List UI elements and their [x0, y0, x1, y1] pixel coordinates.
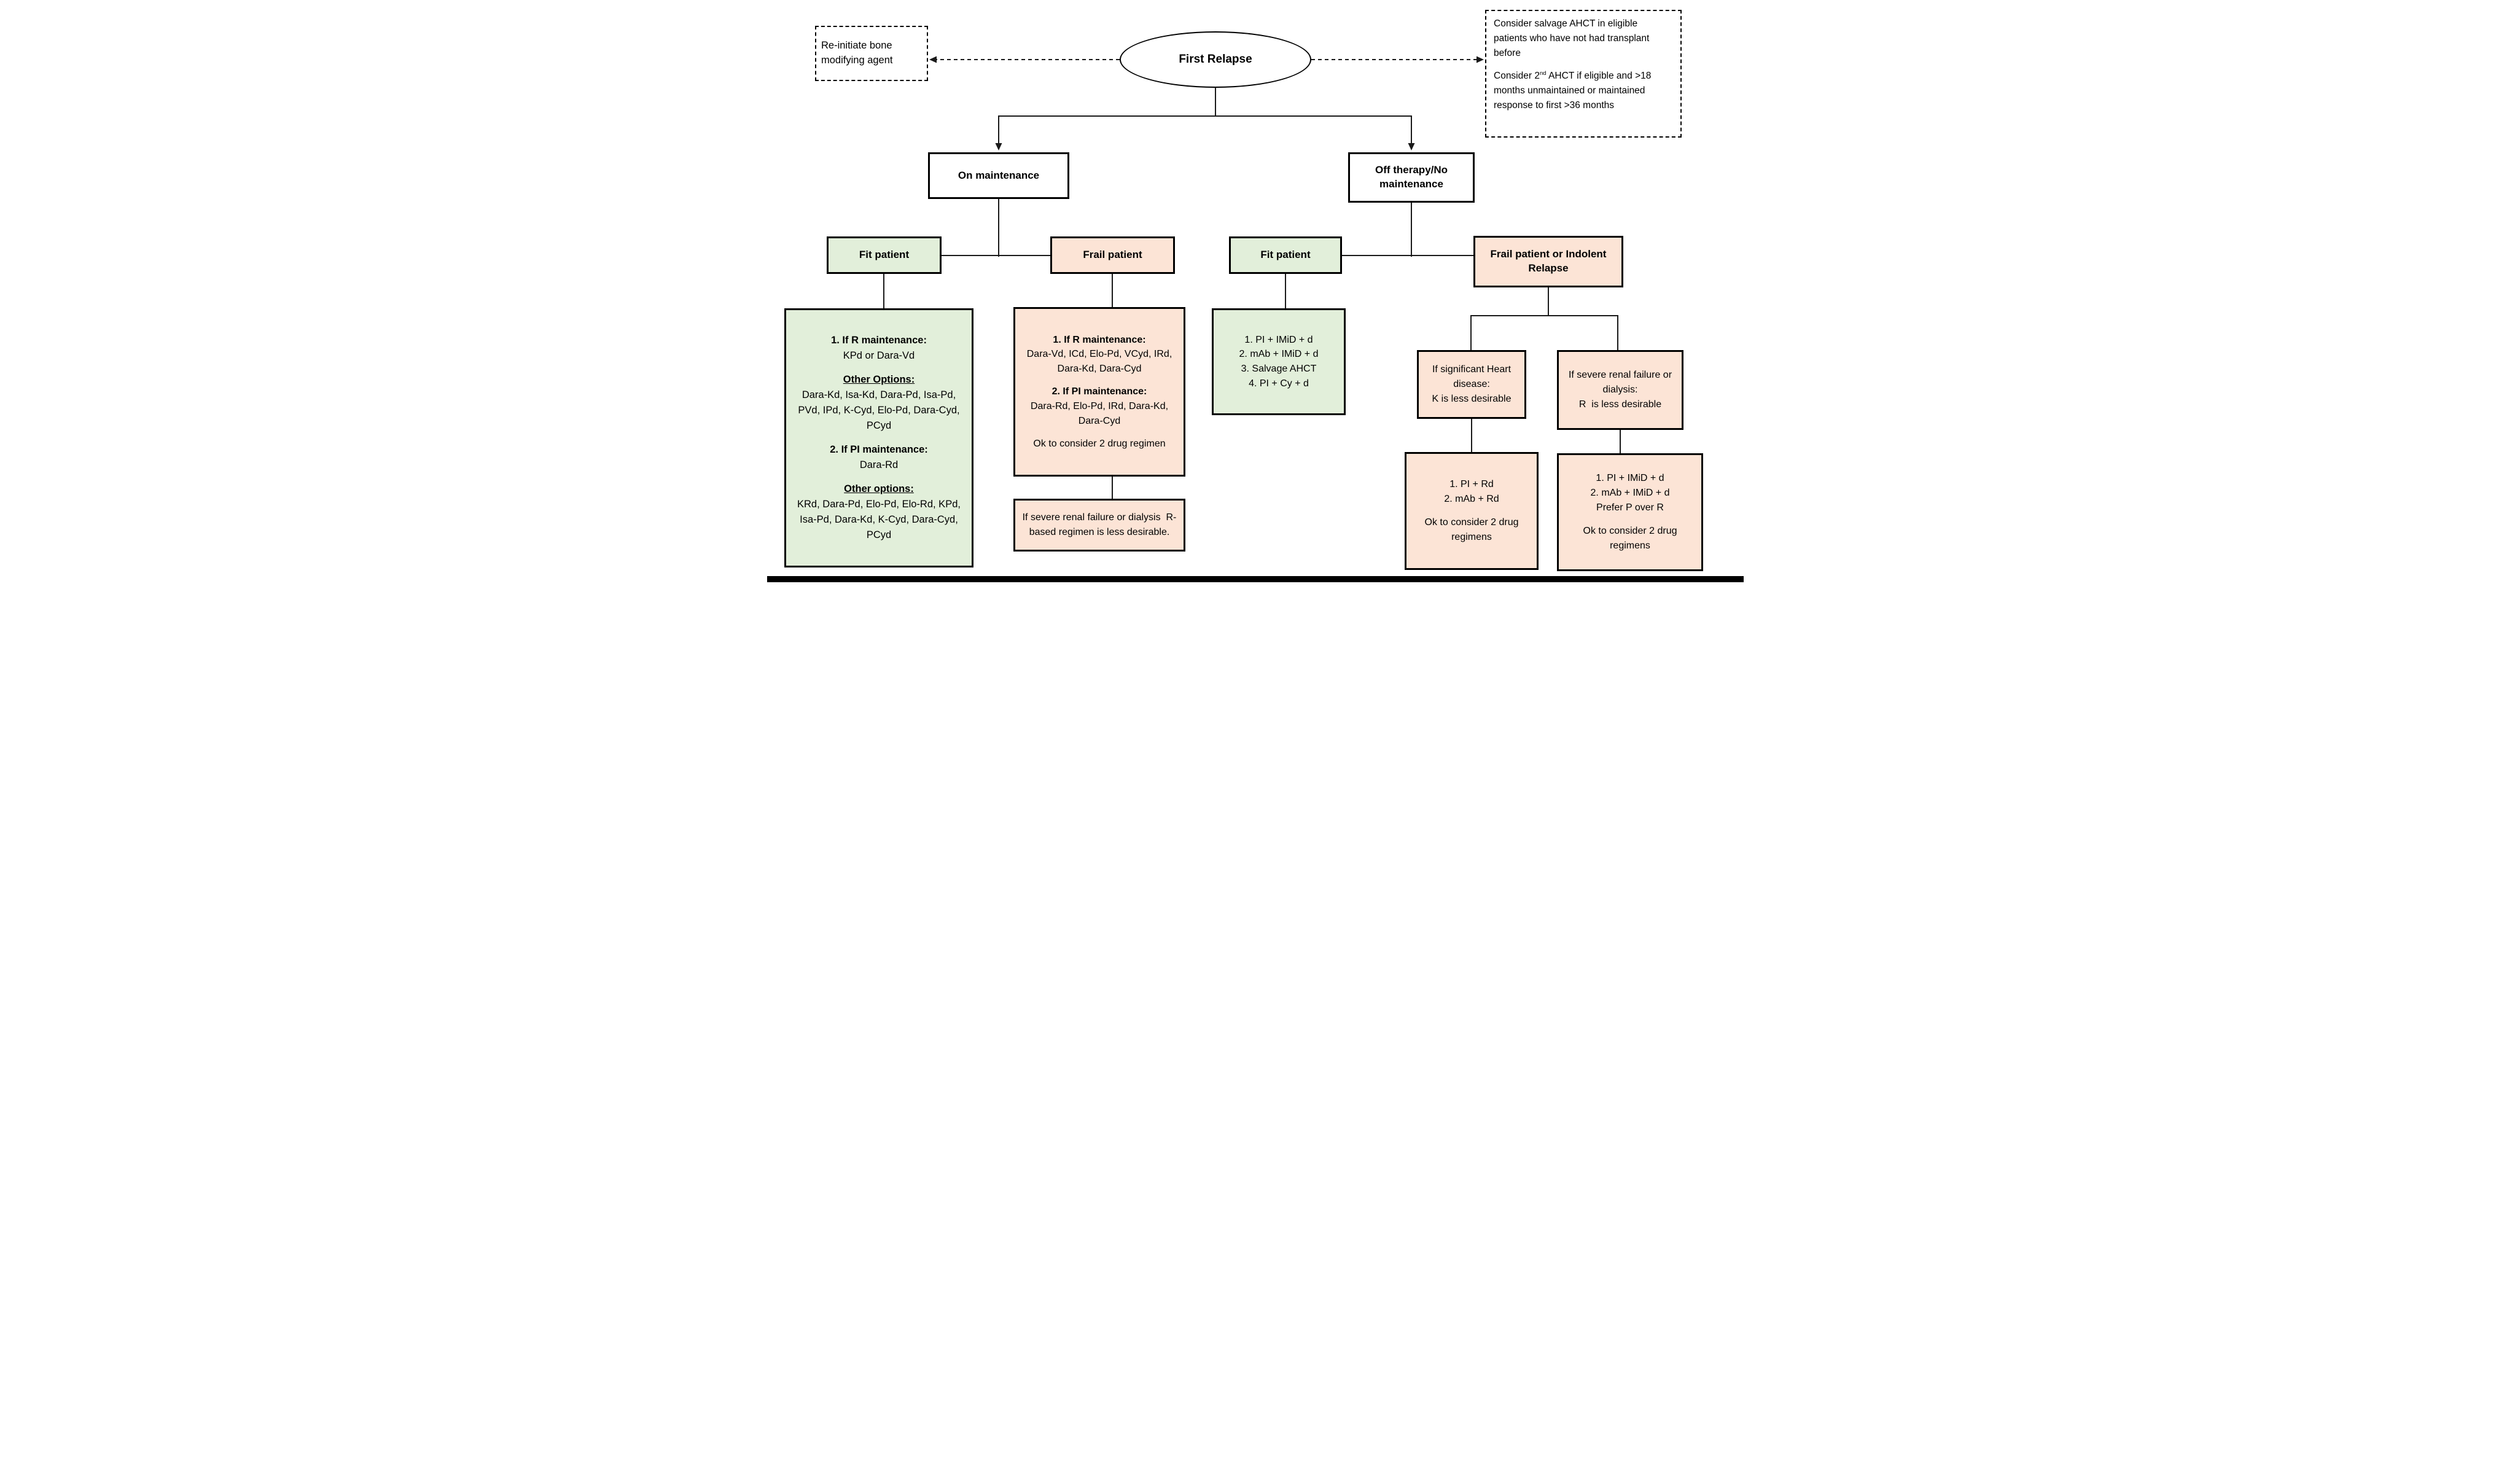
frail-or-indolent-relapse-box: Frail patient or Indolent Relapse: [1473, 236, 1623, 287]
node-text-line: 4. PI + Cy + d: [1249, 378, 1309, 389]
node-text-line: Ok to consider 2 drug regimens: [1424, 517, 1521, 542]
node-text-line: Ok to consider 2 drug regimen: [1033, 438, 1166, 449]
node-text-line: Dara-Kd, Isa-Kd, Dara-Pd, Isa-Pd, PVd, I…: [798, 389, 963, 431]
node-text-line: Other options:: [844, 483, 914, 495]
node-text-line: Prefer P over R: [1596, 502, 1664, 513]
node-text-line: Dara-Vd, ICd, Elo-Pd, VCyd, IRd, Dara-Kd…: [1026, 349, 1175, 374]
frail-patient-box: Frail patient: [1050, 236, 1175, 274]
connector-lines: [883, 56, 1621, 499]
node-text-line: Fit patient: [859, 249, 910, 261]
node-text-line: 1. If R maintenance:: [831, 334, 927, 346]
node-text-line: On maintenance: [958, 169, 1040, 181]
node-text-line: 1. PI + Rd: [1449, 479, 1494, 490]
on-maintenance-box: On maintenance: [928, 152, 1069, 199]
node-text-line: KPd or Dara-Vd: [843, 349, 915, 361]
node-text-line: Consider salvage AHCT in eligible patien…: [1494, 18, 1652, 59]
frail-renal-failure-note-box: If severe renal failure or dialysis R-ba…: [1013, 499, 1185, 552]
frail-on-maintenance-regimens-box: 1. If R maintenance: Dara-Vd, ICd, Elo-Pd…: [1013, 307, 1185, 477]
node-text-line: 2. mAb + IMiD + d: [1590, 488, 1670, 499]
bottom-divider-rule: [767, 576, 1744, 582]
node-text-line: 2. If PI maintenance:: [1051, 386, 1147, 397]
fit-off-therapy-regimens-box: 1. PI + IMiD + d 2. mAb + IMiD + d 3. Salv…: [1212, 308, 1346, 415]
node-text-line: 1. PI + IMiD + d: [1244, 334, 1313, 345]
bone-modifying-agent-note: Re-initiate bone modifying agent: [815, 26, 928, 81]
fit-patient-off-therapy-box: Fit patient: [1229, 236, 1342, 274]
node-text-line: 2. mAb + Rd: [1444, 494, 1499, 505]
node-text-line: Frail patient or Indolent Relapse: [1490, 248, 1610, 274]
node-text-line: R is less desirable: [1578, 399, 1662, 410]
node-text-line: If severe renal failure or dialysis R-ba…: [1022, 512, 1177, 537]
heart-disease-condition-box: If significant Heart disease: K is less d…: [1417, 350, 1526, 419]
node-text-line: If severe renal failure or dialysis:: [1568, 370, 1675, 395]
node-text-line: 1. PI + IMiD + d: [1596, 473, 1664, 484]
node-text-line: 1. If R maintenance:: [1053, 334, 1146, 345]
first-relapse-node: First Relapse: [1120, 31, 1311, 88]
heart-disease-regimens-box: 1. PI + Rd 2. mAb + Rd Ok to consider 2 dr…: [1405, 452, 1539, 570]
node-text-line: Dara-Rd: [859, 459, 899, 471]
fit-patient-on-maintenance-box: Fit patient: [827, 236, 942, 274]
node-text-line: Ok to consider 2 drug regimens: [1583, 525, 1680, 551]
node-text-line: 2. mAb + IMiD + d: [1239, 349, 1319, 360]
node-text-line: Other Options:: [843, 373, 915, 385]
node-text-line: Dara-Rd, Elo-Pd, IRd, Dara-Kd, Dara-Cyd: [1030, 400, 1171, 426]
node-text-line: If significant Heart disease:: [1432, 364, 1514, 389]
renal-failure-regimens-box: 1. PI + IMiD + d 2. mAb + IMiD + d Prefer …: [1557, 453, 1703, 571]
node-text-line: Frail patient: [1083, 249, 1142, 261]
salvage-ahct-note: Consider salvage AHCT in eligible patien…: [1485, 10, 1682, 138]
node-text-line: K is less desirable: [1432, 394, 1512, 404]
node-text-line: Off therapy/No maintenance: [1375, 164, 1451, 190]
off-therapy-no-maintenance-box: Off therapy/No maintenance: [1348, 152, 1475, 203]
node-text-line: Consider 2nd AHCT if eligible and >18 mo…: [1494, 70, 1654, 111]
node-text-line: Fit patient: [1260, 249, 1311, 261]
renal-failure-condition-box: If severe renal failure or dialysis: R is…: [1557, 350, 1683, 430]
node-text-line: 2. If PI maintenance:: [830, 444, 928, 455]
flowchart-canvas: Re-initiate bone modifying agent Conside…: [756, 0, 1764, 587]
node-text-line: Re-initiate bone modifying agent: [821, 40, 895, 66]
node-text-line: First Relapse: [1179, 52, 1252, 66]
node-text-line: KRd, Dara-Pd, Elo-Pd, Elo-Rd, KPd, Isa-P…: [797, 499, 964, 541]
node-text-line: 3. Salvage AHCT: [1241, 364, 1317, 374]
